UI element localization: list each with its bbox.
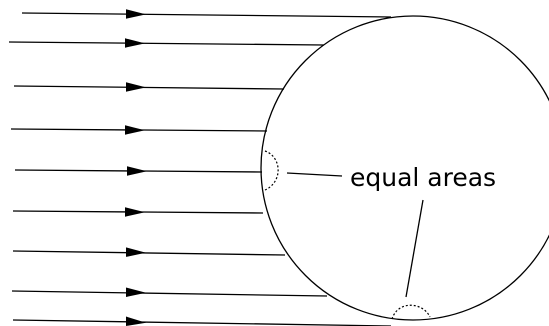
ray [21, 9, 392, 19]
equal-area-patch-bottom [391, 304, 431, 320]
equal-area-patch-left [264, 150, 279, 191]
ray [13, 82, 285, 92]
ray [11, 287, 328, 297]
incident-rays [8, 9, 392, 326]
sphere [260, 15, 549, 321]
leader-line-left [286, 172, 343, 177]
leader-line-bottom [405, 199, 424, 298]
ray [12, 316, 392, 326]
ray [8, 38, 325, 48]
equal-areas-label: equal areas [350, 163, 496, 192]
ray [14, 166, 263, 176]
ray [12, 247, 286, 257]
ray [12, 207, 264, 217]
ray [10, 125, 268, 135]
